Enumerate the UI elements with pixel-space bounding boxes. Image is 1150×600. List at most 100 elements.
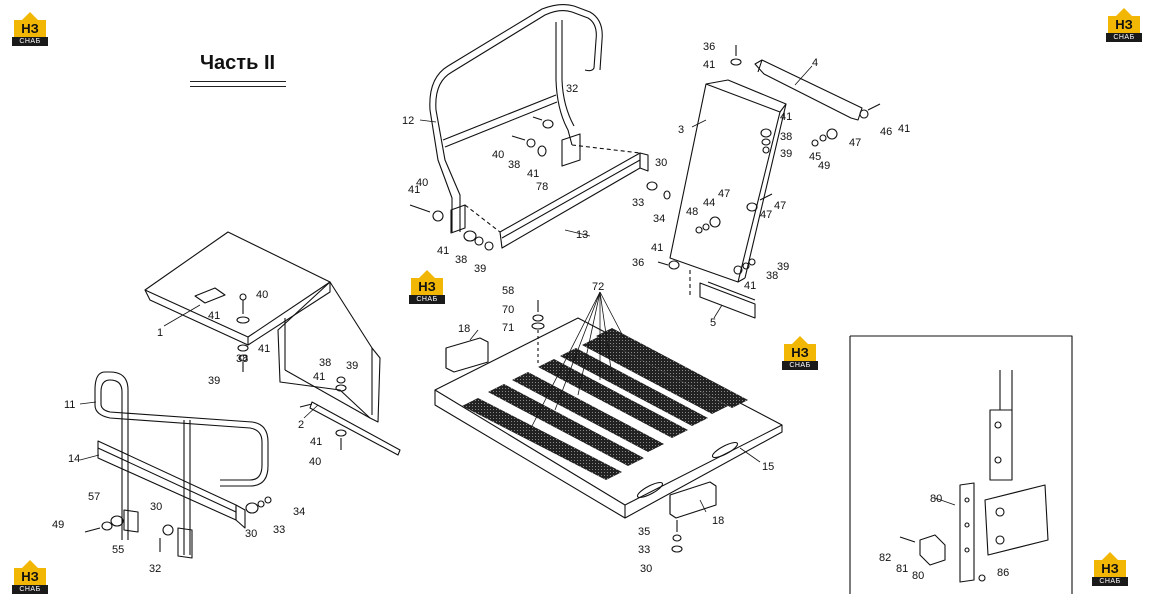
mounting-bar <box>499 152 649 249</box>
part-number-label: 78 <box>536 181 548 193</box>
part-number-label: 39 <box>208 375 220 387</box>
part-number-label: 38 <box>780 131 792 143</box>
part-number-label: 70 <box>502 304 514 316</box>
floor-bracket <box>445 337 489 373</box>
logo-mark: НЗ <box>14 20 46 37</box>
floor-bracket <box>669 481 717 519</box>
upright-plate <box>669 79 787 283</box>
part-number-label: 71 <box>502 322 514 334</box>
part-number-label: 41 <box>744 280 756 292</box>
part-number-label: 15 <box>762 461 774 473</box>
part-number-label: 80 <box>930 493 942 505</box>
page-title: Часть II <box>200 52 276 74</box>
part-number-label: 40 <box>416 177 428 189</box>
brand-logo: НЗ СНАБ <box>10 12 50 46</box>
part-number-label: 55 <box>112 544 124 556</box>
part-number-label: 58 <box>502 285 514 297</box>
part-number-label: 4 <box>812 57 818 69</box>
part-number-label: 80 <box>912 570 924 582</box>
part-number-label: 40 <box>492 149 504 161</box>
part-number-label: 41 <box>898 123 910 135</box>
part-number-label: 49 <box>818 160 830 172</box>
strip-bracket <box>299 401 401 456</box>
part-number-label: 36 <box>632 257 644 269</box>
brand-logo: НЗ СНАБ <box>407 270 447 304</box>
part-number-label: 41 <box>208 310 220 322</box>
title-underline <box>190 81 286 87</box>
part-number-label: 30 <box>150 501 162 513</box>
part-number-label: 38 <box>766 270 778 282</box>
part-number-label: 86 <box>997 567 1009 579</box>
part-number-label: 38 <box>508 159 520 171</box>
part-number-label: 82 <box>879 552 891 564</box>
logo-caption: СНАБ <box>1092 577 1128 586</box>
logo-mark: НЗ <box>1094 560 1126 577</box>
part-number-label: 32 <box>566 83 578 95</box>
part-number-label: 35 <box>638 526 650 538</box>
part-number-label: 33 <box>638 544 650 556</box>
part-number-label: 44 <box>703 197 715 209</box>
platform-floor <box>434 317 783 519</box>
logo-caption: СНАБ <box>12 37 48 46</box>
part-number-label: 41 <box>651 242 663 254</box>
part-number-label: 46 <box>880 126 892 138</box>
logo-mark: НЗ <box>411 278 443 295</box>
part-number-label: 36 <box>703 41 715 53</box>
part-number-label: 41 <box>437 245 449 257</box>
part-number-label: 47 <box>760 209 772 221</box>
part-number-label: 39 <box>777 261 789 273</box>
logo-mark: НЗ <box>14 568 46 585</box>
part-number-label: 57 <box>88 491 100 503</box>
callout-labels: 1234511121314151818303030303232333333343… <box>52 41 1009 582</box>
brand-logo: НЗ СНАБ <box>10 560 50 594</box>
part-number-label: 30 <box>655 157 667 169</box>
handrail-lower <box>94 371 269 555</box>
brand-logo: НЗ СНАБ <box>780 336 820 370</box>
part-number-label: 11 <box>64 399 75 411</box>
logo-caption: СНАБ <box>409 295 445 304</box>
brand-logo: НЗ СНАБ <box>1104 8 1144 42</box>
floor-grating <box>462 328 748 480</box>
part-number-label: 38 <box>455 254 467 266</box>
part-number-label: 13 <box>576 229 588 241</box>
logo-mark: НЗ <box>1108 16 1140 33</box>
part-number-label: 45 <box>809 151 821 163</box>
inset-detail <box>849 335 1073 594</box>
part-number-label: 33 <box>273 524 285 536</box>
part-number-label: 32 <box>149 563 161 575</box>
logo-caption: СНАБ <box>12 585 48 594</box>
part-number-label: 2 <box>298 419 304 431</box>
part-number-label: 81 <box>896 563 908 575</box>
part-number-label: 38 <box>236 353 248 365</box>
part-number-label: 72 <box>592 281 604 293</box>
part-number-label: 30 <box>640 563 652 575</box>
part-number-label: 40 <box>309 456 321 468</box>
part-number-label: 1 <box>157 327 163 339</box>
logo-caption: СНАБ <box>782 361 818 370</box>
part-number-label: 41 <box>258 343 270 355</box>
part-number-label: 38 <box>319 357 331 369</box>
part-number-label: 39 <box>474 263 486 275</box>
part-number-label: 47 <box>774 200 786 212</box>
part-number-label: 41 <box>703 59 715 71</box>
handrail-upper <box>429 3 603 234</box>
part-number-label: 12 <box>402 115 414 127</box>
part-number-label: 49 <box>52 519 64 531</box>
part-number-label: 41 <box>310 436 322 448</box>
part-number-label: 34 <box>653 213 665 225</box>
part-number-label: 34 <box>293 506 305 518</box>
brand-logo: НЗ СНАБ <box>1090 552 1130 586</box>
part-number-label: 41 <box>780 111 792 123</box>
cover-panel <box>144 231 381 423</box>
fasteners <box>84 45 881 553</box>
logo-mark: НЗ <box>784 344 816 361</box>
part-number-label: 39 <box>780 148 792 160</box>
part-number-label: 18 <box>458 323 470 335</box>
part-number-label: 41 <box>408 184 420 196</box>
part-number-label: 18 <box>712 515 724 527</box>
part-number-label: 14 <box>68 453 80 465</box>
part-number-label: 47 <box>718 188 730 200</box>
part-number-label: 33 <box>632 197 644 209</box>
